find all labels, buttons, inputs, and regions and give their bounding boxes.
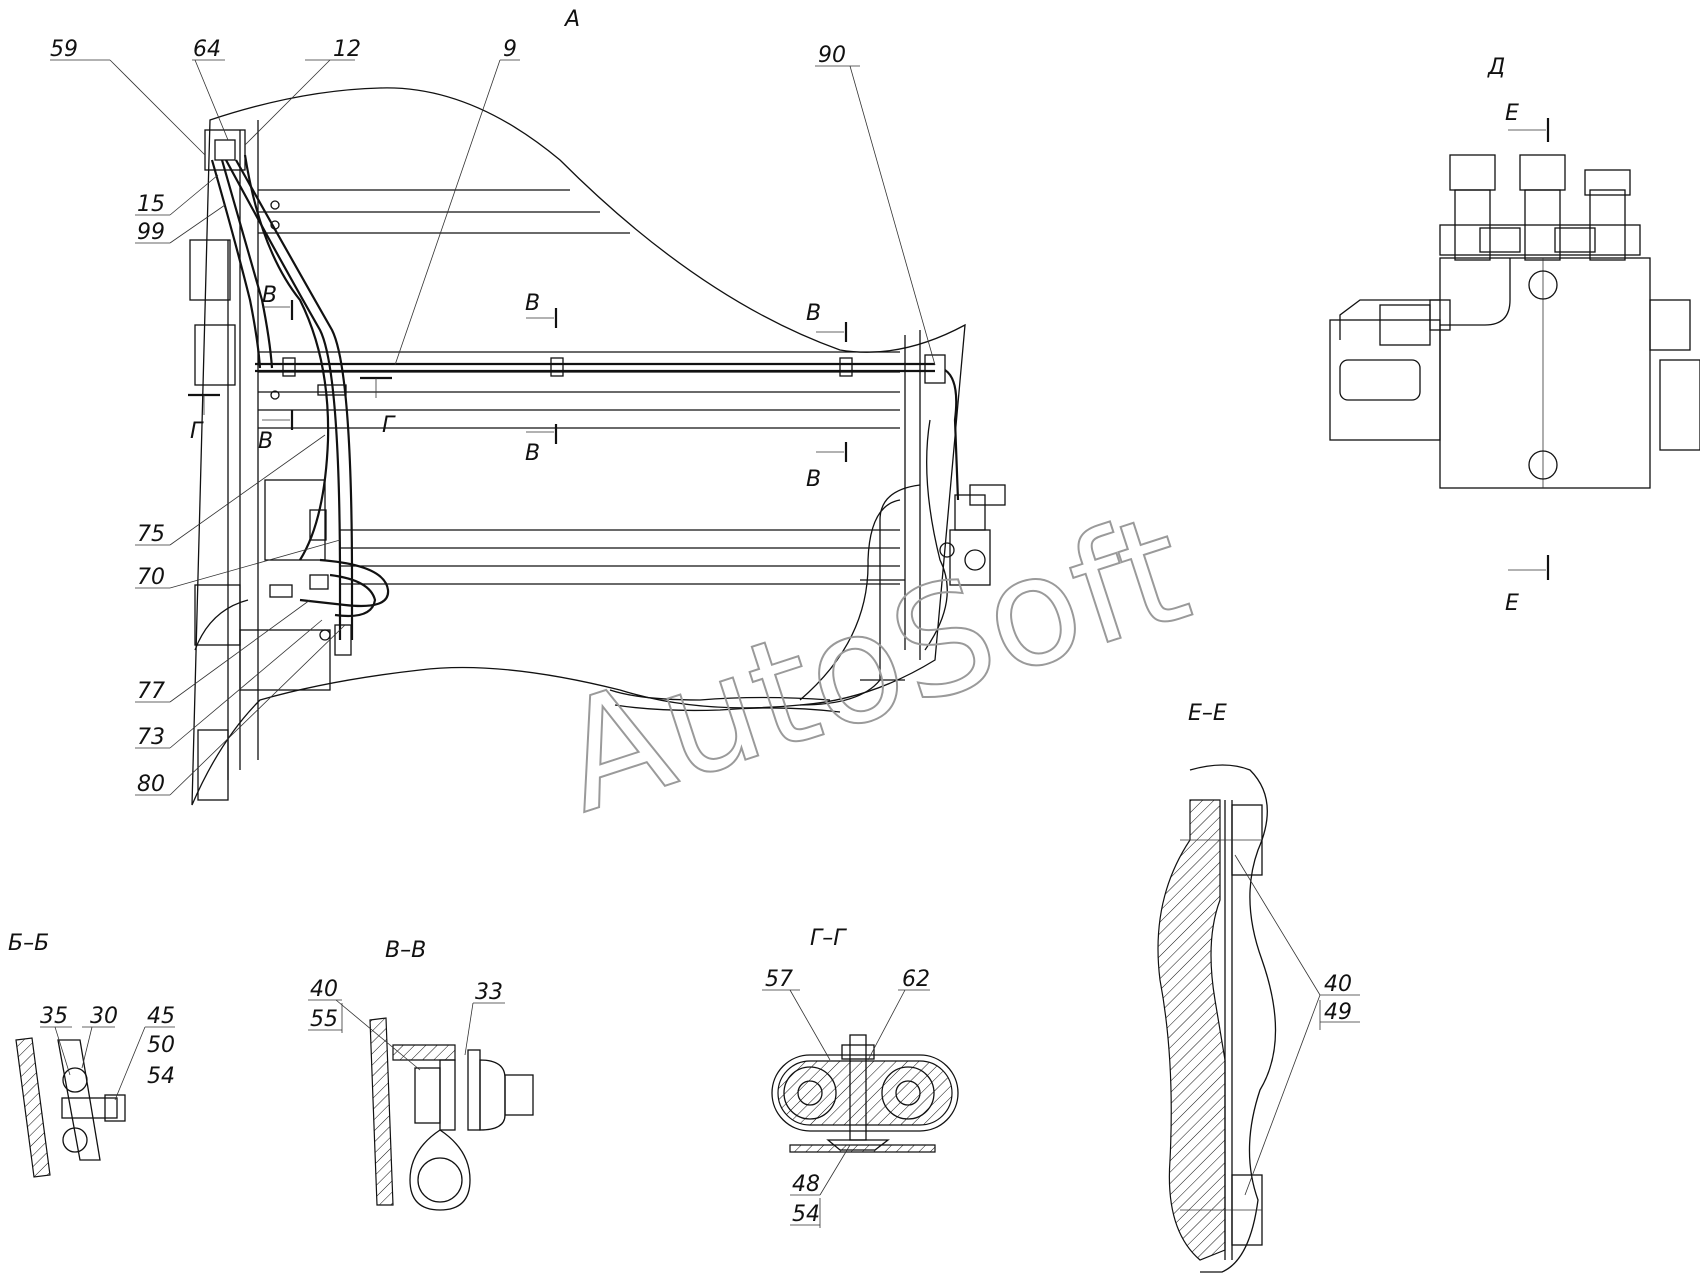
hoses [194, 129, 390, 656]
callout-80: 80 [137, 772, 165, 797]
section-mark-e2: Е [1505, 591, 1519, 616]
callout-77: 77 [137, 679, 165, 704]
hatched-plate-vv [369, 1017, 394, 1206]
main-view: А [50, 7, 1006, 806]
callout-73: 73 [137, 725, 165, 750]
view-title-b-b: Б–Б [8, 931, 49, 956]
view-title-g-g: Г–Г [810, 926, 847, 951]
view-title-a: А [563, 7, 580, 32]
valve-body [1439, 257, 1651, 489]
callout-9: 9 [503, 37, 517, 62]
bottom-cable-2 [614, 704, 841, 713]
double-clamp [771, 1054, 959, 1132]
callout-vv-33: 33 [475, 980, 503, 1005]
callout-bb-30: 30 [90, 1004, 118, 1029]
bolt-top [1528, 270, 1558, 300]
callout-59: 59 [50, 37, 78, 62]
callout-bb-50: 50 [147, 1033, 175, 1058]
callout-15: 15 [137, 192, 165, 217]
callout-gg-62: 62 [902, 967, 930, 992]
pipe-bb-2 [62, 1127, 88, 1153]
section-mark-g1: Г [190, 419, 204, 444]
section-mark-g2: Г [382, 413, 396, 438]
view-title-e-e: Е–Е [1188, 701, 1227, 726]
view-d: Д Е Е [1329, 55, 1700, 616]
break-line-e [1189, 764, 1277, 1273]
callout-gg-48: 48 [792, 1172, 820, 1197]
pipe-bb-1 [62, 1067, 88, 1093]
section-mark-b2: В [258, 429, 273, 454]
callout-bb-54: 54 [147, 1064, 175, 1089]
break-outline [191, 87, 966, 806]
callout-gg-57: 57 [765, 967, 793, 992]
section-g-g: Г–Г 57 62 48 54 [762, 926, 959, 1228]
callout-ee-49: 49 [1324, 1000, 1352, 1025]
callout-bb-45: 45 [147, 1004, 175, 1029]
left-brackets [189, 200, 331, 801]
bottom-cable [609, 689, 831, 701]
right-valve-assembly [799, 354, 1006, 706]
callout-70: 70 [137, 565, 165, 590]
section-mark-b4: В [525, 441, 540, 466]
callout-gg-54: 54 [792, 1202, 820, 1227]
valve-body-left [1329, 319, 1441, 441]
hatched-plate-bb [15, 1037, 51, 1178]
section-b-b: Б–Б 35 30 45 50 54 [8, 931, 175, 1178]
section-mark-b3: В [525, 291, 540, 316]
section-mark-b1: В [262, 283, 277, 308]
view-title-v-v: В–В [385, 938, 426, 963]
section-mark-b6: В [806, 467, 821, 492]
callout-12: 12 [333, 37, 361, 62]
bolt-bottom [1528, 450, 1558, 480]
section-v-v: В–В 40 55 33 [308, 938, 534, 1211]
pipe-9 [255, 357, 935, 396]
leaders-main [50, 59, 936, 796]
section-mark-e1: Е [1505, 101, 1519, 126]
callout-90: 90 [818, 43, 846, 68]
view-title-d: Д [1487, 55, 1505, 80]
callout-ee-40: 40 [1324, 972, 1352, 997]
callout-99: 99 [137, 220, 165, 245]
hatched-plate-e [1157, 799, 1226, 1261]
callout-64: 64 [193, 37, 221, 62]
callout-vv-40: 40 [310, 977, 338, 1002]
callout-bb-35: 35 [40, 1004, 68, 1029]
section-mark-b5: В [806, 301, 821, 326]
callout-vv-55: 55 [310, 1007, 338, 1032]
watermark: AutoSoft [540, 482, 1206, 847]
callout-75: 75 [137, 522, 165, 547]
section-markers-main: В В В В В В Г Г [188, 283, 848, 492]
pipe-vv [417, 1157, 463, 1203]
section-e-e: Е–Е 40 49 [1157, 701, 1360, 1273]
